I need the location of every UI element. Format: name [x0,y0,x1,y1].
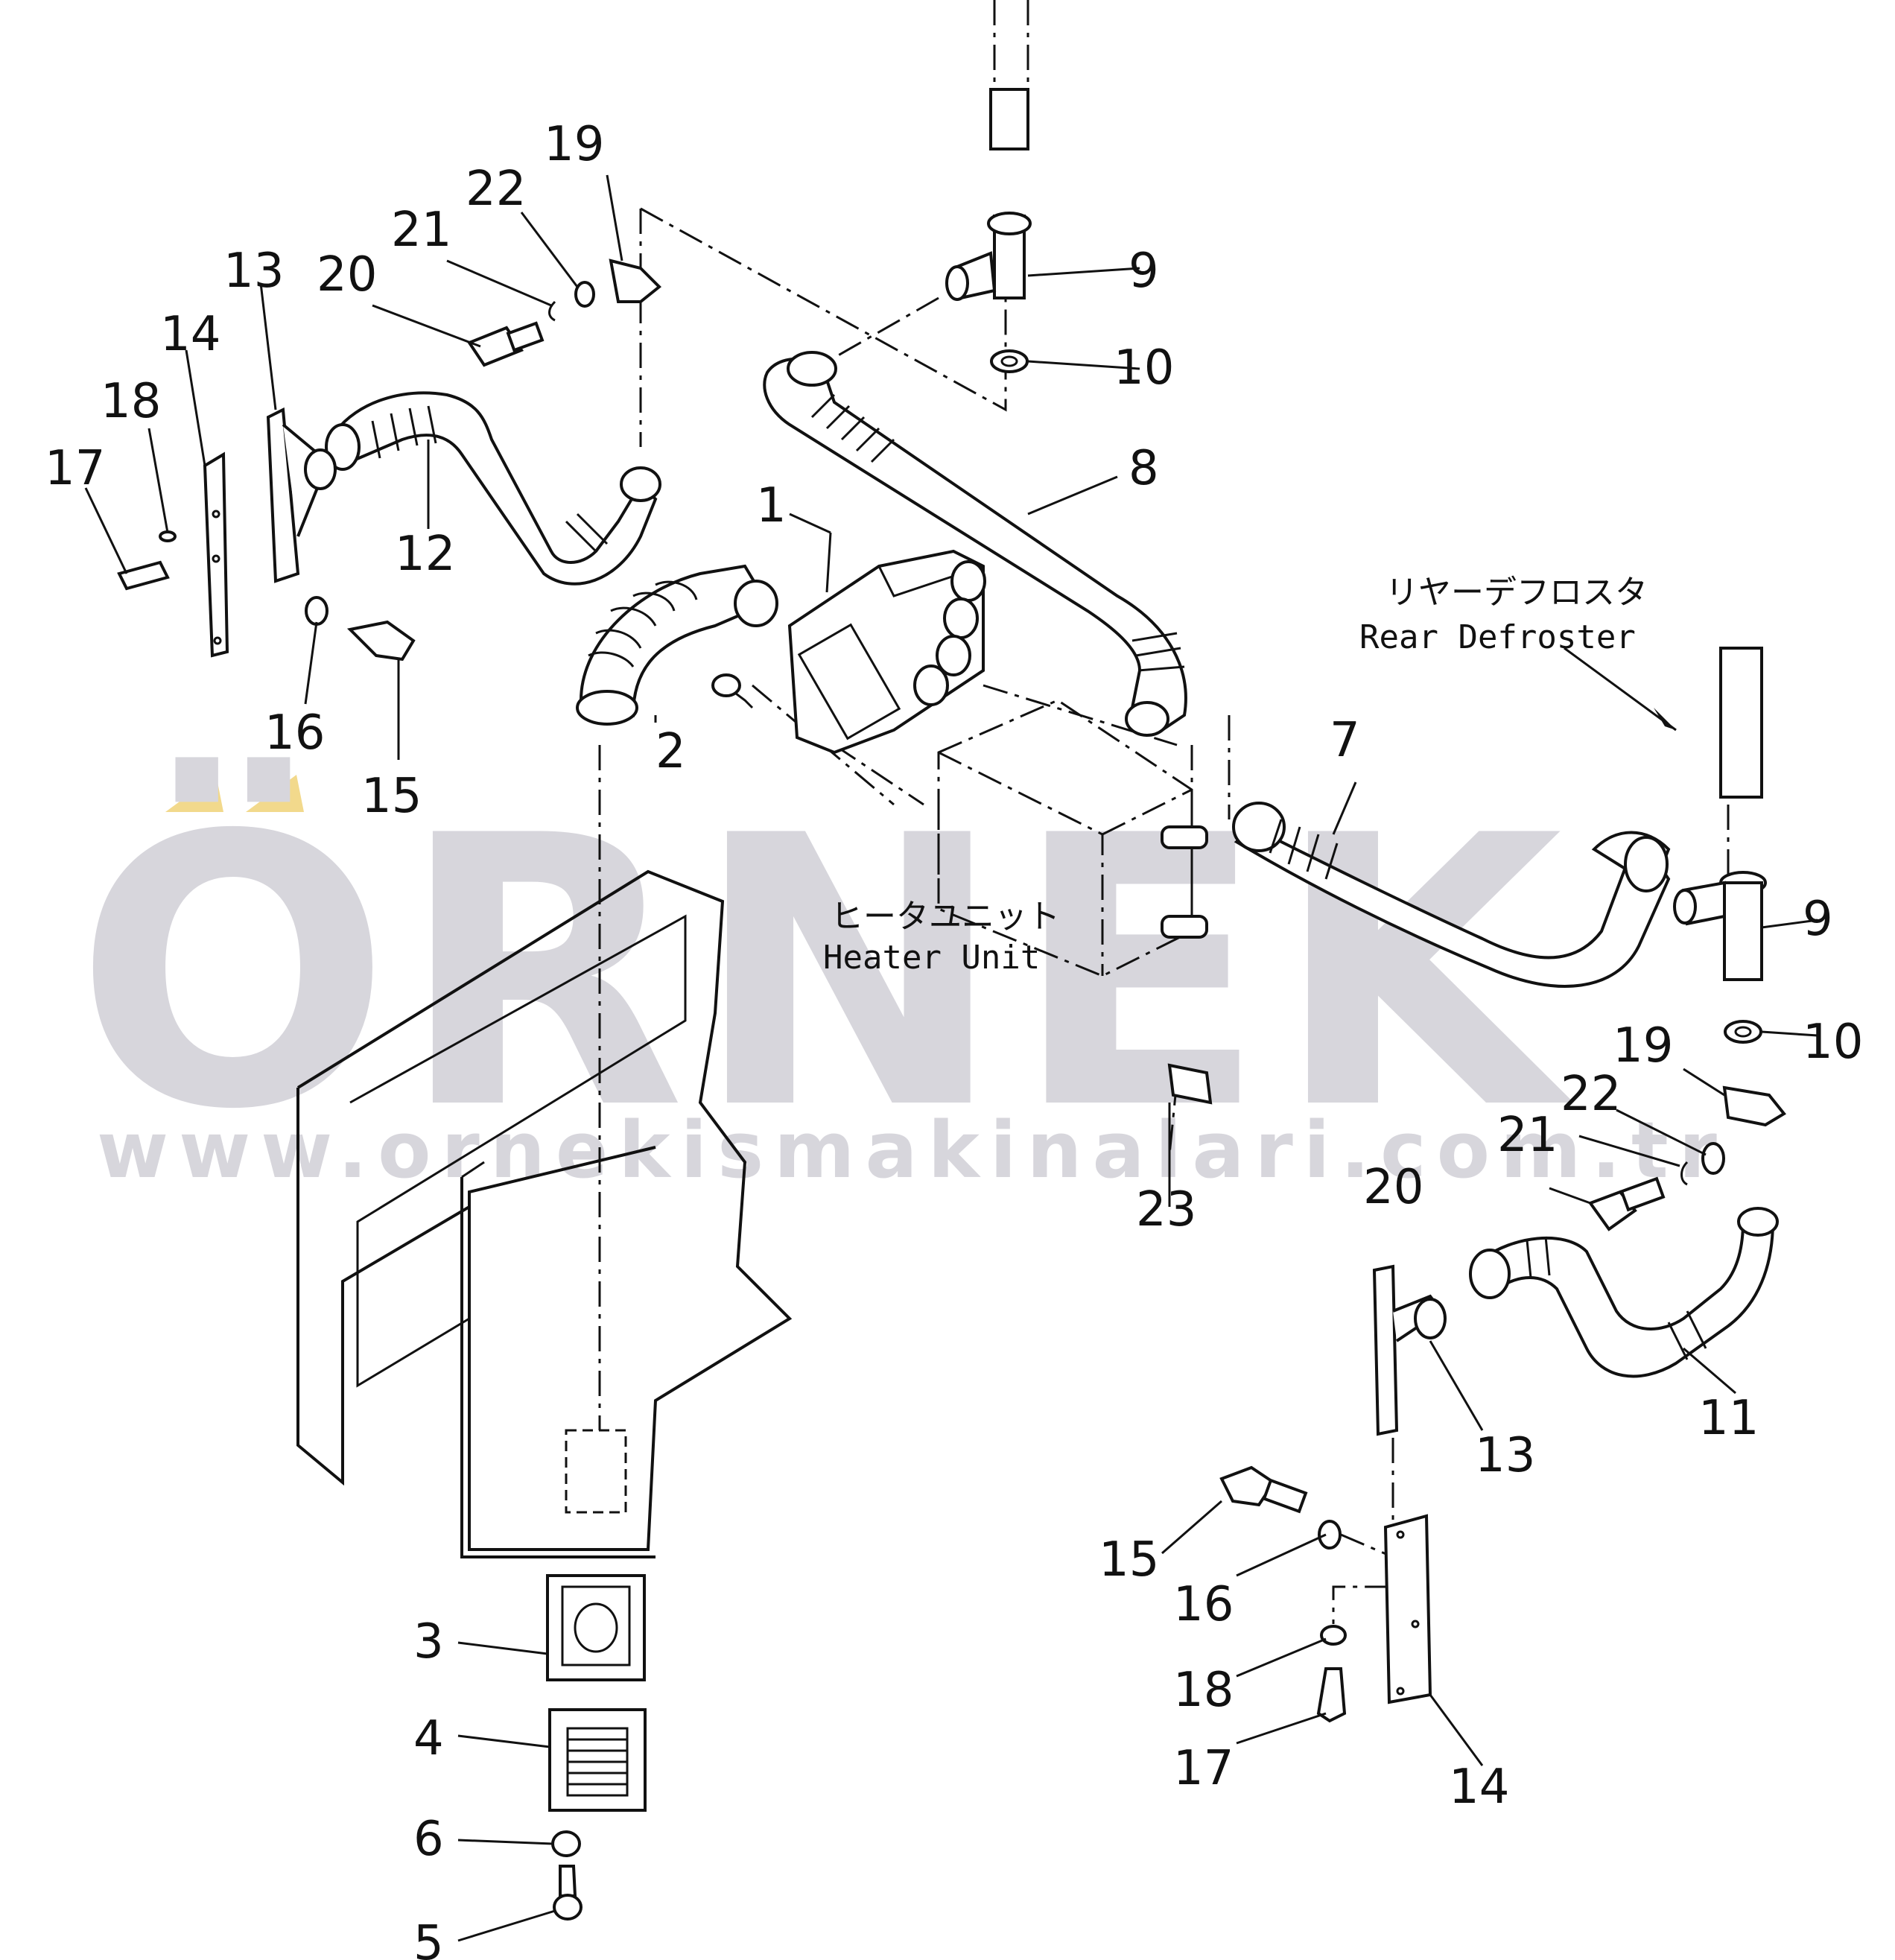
part-7-hose [1232,802,1671,988]
hardware-right-lower [1219,1465,1347,1723]
callout-1: 1 [756,478,787,533]
part-22-washer-right [1701,1142,1725,1175]
callout-3: 3 [413,1614,444,1669]
callout-8: 8 [1129,441,1159,496]
callout-18-right: 18 [1173,1663,1234,1718]
callout-21-left: 21 [391,203,451,258]
cab-side-panel [296,869,793,1558]
callout-17-right: 17 [1173,1741,1234,1796]
callout-4: 4 [413,1711,444,1766]
heater-unit-en: Heater Unit [823,939,1040,977]
part-16-washer-left [305,596,328,626]
part-4-louver [548,1708,647,1812]
part-2-duct [576,564,778,726]
callout-7: 7 [1330,713,1360,768]
callout-17-left: 17 [45,441,105,496]
callout-6: 6 [413,1812,444,1867]
callout-numbers: 1 2 3 4 5 6 7 8 9 10 11 12 13 14 15 16 1… [45,117,1863,1960]
callout-19-right: 19 [1613,1018,1673,1073]
part-9-tee-right [1673,647,1767,981]
hardware-right [1587,1085,1786,1231]
watermark-accent-left [165,775,223,812]
part-17-screw-left [117,560,170,591]
callout-10-right: 10 [1803,1015,1863,1070]
callout-16-left: 16 [264,705,325,761]
hardware-left [117,259,661,662]
callout-15-left: 15 [361,769,422,824]
part-22-washer-left [574,281,595,308]
part-19-clamp-left [609,259,661,303]
callout-12: 12 [395,527,455,582]
callout-20-right: 20 [1363,1160,1423,1215]
callout-2: 2 [656,724,686,779]
callout-18-left: 18 [101,374,161,429]
part-10-washer-right [1724,1020,1762,1044]
part-1-distributor [711,549,986,755]
rear-defroster-jp: リヤーデフロスタ [1385,574,1648,612]
part-15-bolt-left [346,620,416,662]
part-18-washer-right [1320,1625,1347,1646]
part-16-washer-right [1318,1520,1342,1550]
callout-20-left: 20 [317,247,377,302]
part-18-washer-left [159,530,177,542]
part-3-vent [546,1574,646,1681]
part-10-washer-top [990,349,1029,373]
callout-15-right: 15 [1099,1532,1159,1588]
watermark-brand: ÖRNEK [74,753,1576,1190]
callout-22-left: 22 [466,162,526,217]
callout-13-right: 13 [1475,1428,1535,1483]
part-13-grille-right [1372,1264,1447,1436]
callout-19-left: 19 [544,117,604,172]
part-14-plate-right [1383,1514,1432,1704]
part-12-hose [325,391,661,586]
watermark-url: www.ornekismakinalari.com.tr [97,1105,1727,1196]
part-13-grille-left [266,407,337,583]
heater-unit [937,699,1208,977]
callout-21-right: 21 [1497,1108,1558,1163]
part-21-clip-right [1680,1161,1689,1186]
watermark: ÖRNEK www.ornekismakinalari.com.tr [74,753,1727,1196]
part-6-washer [551,1830,581,1857]
callout-16-right: 16 [1173,1577,1234,1632]
part-23-plate [1167,1063,1213,1105]
part-21-clip-left [548,300,556,322]
callout-13-left: 13 [223,244,284,299]
part-8-hose [763,351,1187,737]
notes: リヤーデフロスタ Rear Defroster ヒータユニット Heater U… [823,574,1648,977]
callout-5: 5 [413,1916,444,1960]
part-5-screw [553,1865,583,1921]
callout-9-top: 9 [1129,244,1159,299]
part-17-screw-right [1316,1667,1347,1723]
callout-11: 11 [1698,1391,1759,1446]
callout-23: 23 [1136,1182,1196,1237]
callout-10-top: 10 [1114,340,1174,396]
heater-unit-jp: ヒータユニット [831,898,1060,936]
part-11-hose [1469,1207,1779,1378]
callout-9-right: 9 [1803,892,1833,947]
part-14-plate-left [203,451,229,658]
rear-defroster-en: Rear Defroster [1359,618,1636,656]
part-9-tee-top [945,88,1032,301]
callout-14-right: 14 [1449,1760,1509,1815]
leader-lines [84,174,1818,1942]
part-19-clamp-right [1722,1085,1786,1127]
callout-14-left: 14 [160,307,220,362]
watermark-accent-right [246,775,304,812]
callout-22-right: 22 [1561,1067,1621,1122]
